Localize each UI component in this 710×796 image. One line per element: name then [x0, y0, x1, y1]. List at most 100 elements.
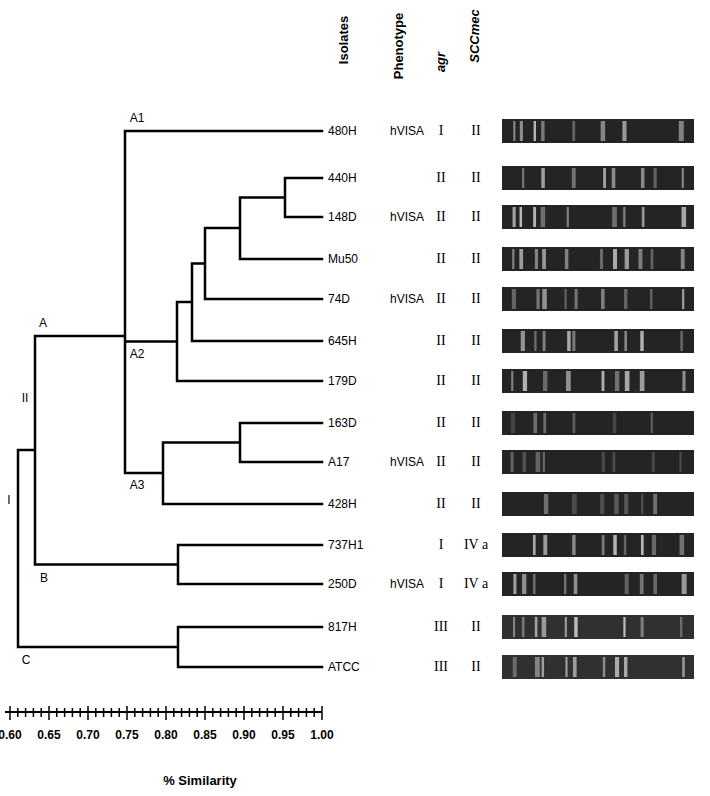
gel-band	[680, 331, 683, 351]
agr-type: II	[435, 292, 446, 306]
gel-band	[600, 249, 603, 269]
axis-tick	[56, 708, 58, 717]
axis-tick	[118, 708, 120, 717]
gel-band	[652, 535, 656, 555]
gel-band	[534, 331, 536, 351]
gel-band	[625, 371, 630, 391]
gel-band	[601, 289, 605, 309]
gel-band	[624, 657, 627, 677]
axis-tick	[181, 708, 183, 717]
gel-band	[650, 289, 652, 309]
gel-band	[682, 289, 684, 309]
gel-band	[612, 452, 615, 472]
gel-band	[542, 617, 547, 637]
sccmec-type: II	[470, 334, 481, 348]
gel-band	[522, 452, 526, 472]
gel-band	[520, 207, 523, 227]
gel-background	[502, 411, 694, 435]
cluster-label: B	[39, 572, 49, 584]
axis-tick	[157, 708, 159, 717]
axis-tick	[235, 708, 237, 717]
isolate-name: A17	[327, 456, 350, 468]
axis-tick-label: 1.00	[309, 729, 334, 741]
gel-band	[533, 574, 535, 594]
axis-tick	[150, 708, 152, 717]
gel-lane	[502, 287, 694, 311]
gel-band	[625, 574, 629, 594]
agr-type: II	[435, 455, 446, 469]
gel-band	[602, 452, 605, 472]
gel-band	[682, 207, 687, 227]
axis-tick	[290, 708, 292, 717]
axis-tick-label: 0.85	[192, 729, 217, 741]
dendrogram-branches	[18, 131, 322, 667]
gel-band	[533, 207, 536, 227]
gel-band	[682, 168, 684, 188]
gel-band	[602, 371, 605, 391]
agr-type: II	[435, 374, 446, 388]
axis-tick	[259, 708, 261, 717]
gel-band	[641, 617, 644, 637]
isolate-name: Mu50	[327, 253, 359, 265]
gel-band	[542, 289, 547, 309]
gel-band	[572, 535, 575, 555]
gel-band	[543, 331, 546, 351]
axis-tick	[17, 708, 19, 717]
column-header: Isolates	[337, 15, 350, 65]
isolate-name: 148D	[327, 211, 358, 223]
axis-tick	[313, 708, 315, 717]
gel-band	[542, 249, 546, 269]
cluster-label: A1	[129, 112, 146, 124]
gel-band	[572, 168, 576, 188]
gel-band	[679, 452, 681, 472]
gel-band	[679, 121, 684, 141]
sccmec-type: II	[470, 620, 481, 634]
agr-type: II	[435, 334, 446, 348]
axis-tick	[33, 708, 35, 717]
gel-lane	[502, 369, 694, 393]
column-header: SCCmec	[468, 8, 481, 63]
gel-background	[502, 450, 694, 474]
gel-band	[613, 249, 617, 269]
gel-band	[542, 657, 544, 677]
gel-band	[521, 331, 525, 351]
gel-band	[682, 371, 685, 391]
axis-tick-label: 0.60	[0, 729, 23, 741]
gel-lane	[502, 166, 694, 190]
gel-band	[680, 535, 685, 555]
gel-band	[615, 657, 619, 677]
gel-band	[681, 249, 685, 269]
cluster-label: A	[38, 317, 48, 329]
gel-band	[572, 494, 577, 514]
gel-background	[502, 572, 694, 596]
axis-tick	[267, 708, 269, 717]
gel-lane	[502, 533, 694, 557]
gel-band	[543, 413, 546, 433]
axis-tick	[274, 708, 276, 717]
agr-type: II	[435, 252, 446, 266]
axis-tick-label: 0.90	[231, 729, 256, 741]
gel-band	[535, 617, 538, 637]
gel-band	[654, 168, 657, 188]
axis-tick-label: 0.75	[114, 729, 139, 741]
axis-tick	[87, 706, 89, 720]
gel-background	[502, 247, 694, 271]
sccmec-type: II	[470, 292, 481, 306]
gel-band	[544, 494, 548, 514]
gel-lane	[502, 411, 694, 435]
sccmec-type: II	[470, 210, 481, 224]
gel-band	[535, 249, 538, 269]
agr-type: II	[435, 497, 446, 511]
column-header: agr	[434, 51, 447, 73]
agr-type: II	[435, 416, 446, 430]
gel-lane	[502, 247, 694, 271]
agr-type: II	[435, 171, 446, 185]
gel-band	[623, 207, 625, 227]
gel-background	[502, 329, 694, 353]
gel-background	[502, 205, 694, 229]
axis-tick	[321, 706, 323, 720]
isolate-name: 250D	[327, 578, 358, 590]
gel-band	[682, 657, 685, 677]
gel-band	[612, 168, 616, 188]
cluster-label: I	[6, 494, 11, 506]
